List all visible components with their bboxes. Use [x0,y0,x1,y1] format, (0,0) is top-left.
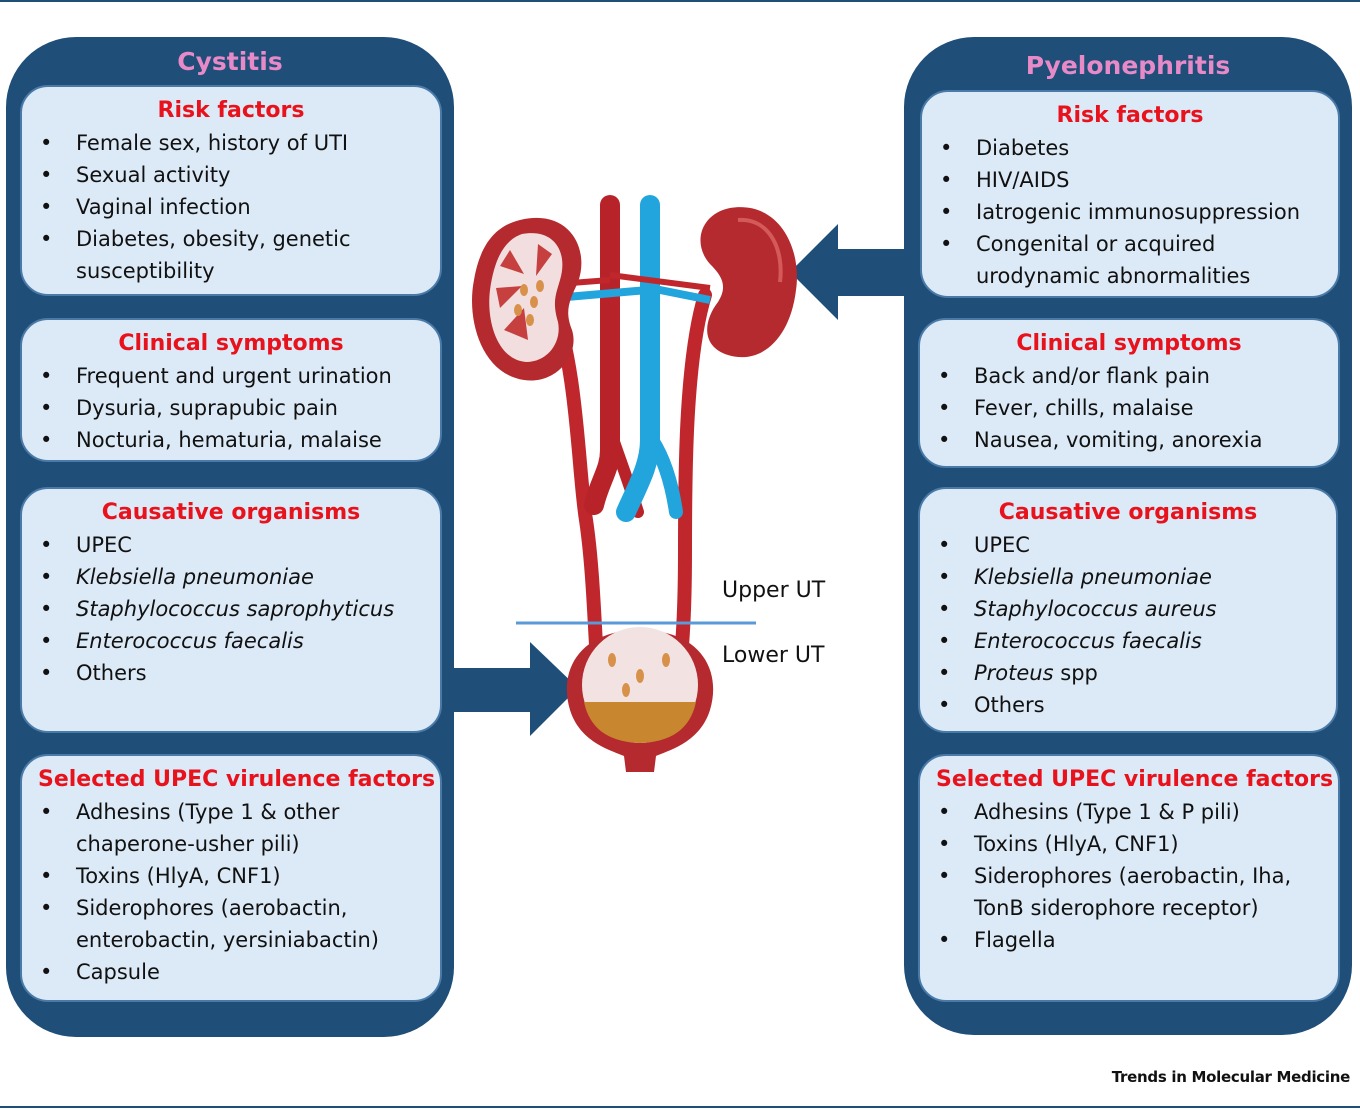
right-kidney [700,207,797,358]
top-rule [0,0,1360,2]
left-kidney-bacteria [514,280,544,326]
list-item: Vaginal infection [38,191,424,223]
right-renal-artery [609,272,711,291]
lower-ut-label: Lower UT [722,643,825,668]
list-item: Fever, chills, malaise [936,392,1322,424]
cystitis-panel: Cystitis Risk factors Female sex, histor… [6,37,454,1037]
cystitis-virulence-box: Selected UPEC virulence factors Adhesins… [20,754,442,1002]
list-item: Diabetes [938,132,1322,164]
aorta [584,195,620,515]
list-item: Capsule [38,956,424,988]
list-item: Iatrogenic immunosuppression [938,196,1322,228]
list-item: Proteus spp [936,657,1320,689]
bladder-contents [584,702,696,743]
cystitis-virulence-heading: Selected UPEC virulence factors [38,767,436,792]
cystitis-symptoms-box: Clinical symptoms Frequent and urgent ur… [20,318,442,462]
list-item: Adhesins (Type 1 & other chaperone-usher… [38,796,424,860]
list-item: Adhesins (Type 1 & P pili) [936,796,1322,828]
list-item: Congenital or acquired urodynamic abnorm… [938,228,1322,292]
pyelonephritis-organisms-heading: Causative organisms [998,500,1258,525]
cystitis-title: Cystitis [177,47,283,76]
proteus-genus: Proteus [974,661,1054,685]
list-item: Staphylococcus saprophyticus [38,593,424,625]
cystitis-risk-heading: Risk factors [157,98,305,123]
vena-cava-branch [645,433,683,519]
bladder-bacteria [608,653,670,697]
pyelonephritis-virulence-box: Selected UPEC virulence factors Adhesins… [918,754,1340,1002]
list-item: Frequent and urgent urination [38,360,424,392]
list-item: Back and/or flank pain [936,360,1322,392]
pyelonephritis-virulence-heading: Selected UPEC virulence factors [936,767,1334,792]
arrow-right-to-kidney-icon [790,224,910,320]
left-ureter [545,293,603,652]
right-kidney-highlight [737,217,783,283]
list-item: UPEC [936,529,1320,561]
cystitis-risk-box: Risk factors Female sex, history of UTI … [20,85,442,296]
pyelonephritis-symptoms-heading: Clinical symptoms [1016,331,1242,356]
proteus-spp: spp [1060,661,1098,685]
pyelonephritis-title: Pyelonephritis [1025,51,1231,80]
list-item: Toxins (HlyA, CNF1) [936,828,1322,860]
list-item: Toxins (HlyA, CNF1) [38,860,424,892]
list-item: UPEC [38,529,424,561]
bottom-rule [0,1106,1360,1108]
list-item: Enterococcus faecalis [38,625,424,657]
pyelonephritis-risk-box: Risk factors Diabetes HIV/AIDS Iatrogeni… [920,90,1340,298]
list-item: HIV/AIDS [938,164,1322,196]
list-item: Nausea, vomiting, anorexia [936,424,1322,456]
vena-cava [616,195,660,522]
urinary-tract-illustration [472,195,797,772]
list-item: Nocturia, hematuria, malaise [38,424,424,456]
list-item: Others [38,657,424,689]
right-renal-vein [649,284,711,304]
list-item: Dysuria, suprapubic pain [38,392,424,424]
list-item: Siderophores (aerobactin, Iha, TonB side… [936,860,1322,924]
list-item: Enterococcus faecalis [936,625,1320,657]
list-item: Female sex, history of UTI [38,127,424,159]
list-item: Diabetes, obesity, genetic susceptibilit… [38,223,424,287]
list-item: Sexual activity [38,159,424,191]
pyelonephritis-panel: Pyelonephritis Risk factors Diabetes HIV… [904,37,1352,1035]
list-item: Staphylococcus aureus [936,593,1320,625]
arrow-left-to-bladder-icon [452,642,578,736]
pyelonephritis-symptoms-box: Clinical symptoms Back and/or flank pain… [918,318,1340,468]
list-item: Others [936,689,1320,721]
pyelonephritis-organisms-box: Causative organisms UPEC Klebsiella pneu… [918,487,1338,733]
cystitis-organisms-heading: Causative organisms [101,500,361,525]
cystitis-organisms-box: Causative organisms UPEC Klebsiella pneu… [20,487,442,733]
upper-ut-label: Upper UT [722,578,826,603]
journal-footer: Trends in Molecular Medicine [1111,1068,1351,1086]
list-item: Flagella [936,924,1322,956]
list-item: Klebsiella pneumoniae [38,561,424,593]
pyelonephritis-risk-heading: Risk factors [1056,103,1204,128]
right-ureter [675,288,712,652]
cystitis-symptoms-heading: Clinical symptoms [118,331,344,356]
list-item: Siderophores (aerobactin, enterobactin, … [38,892,424,956]
list-item: Klebsiella pneumoniae [936,561,1320,593]
left-kidney-pyramids [496,244,552,340]
